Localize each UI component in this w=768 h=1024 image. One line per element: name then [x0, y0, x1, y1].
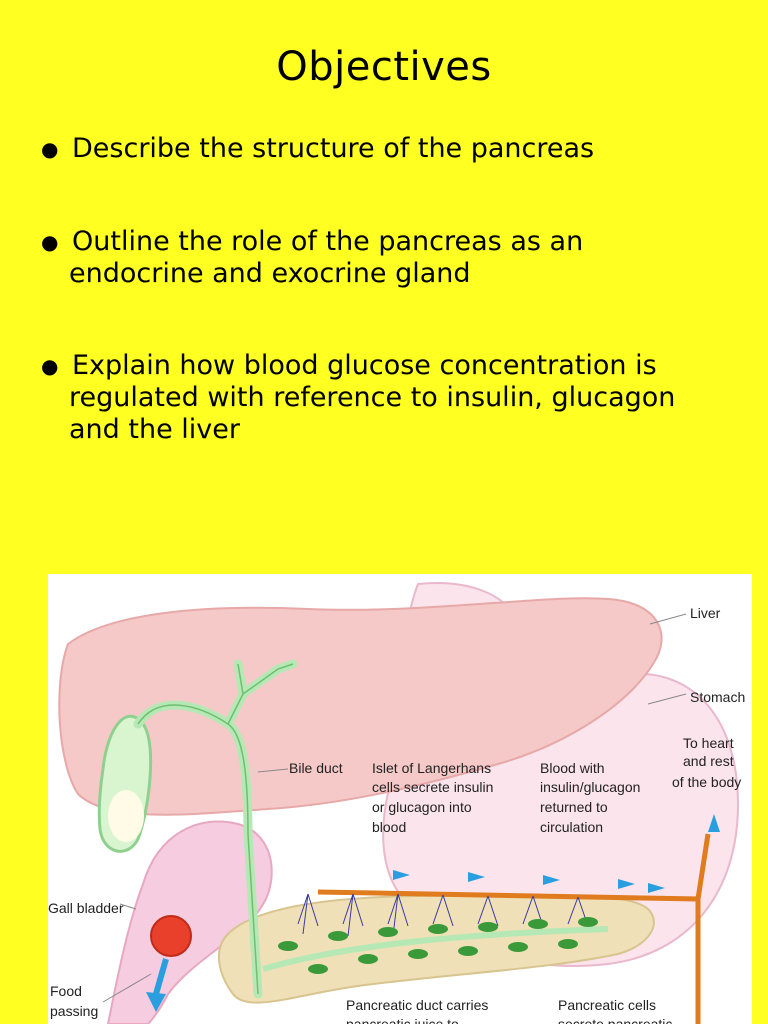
label-bile-duct: Bile duct [289, 760, 343, 776]
label-blood-4: circulation [540, 819, 603, 835]
label-islet-2: cells secrete insulin [372, 779, 493, 795]
food-ball [150, 915, 192, 957]
acini-clusters [278, 917, 598, 974]
label-liver: Liver [690, 605, 721, 621]
objective-item-3: ● Explain how blood glucose concentratio… [41, 350, 752, 446]
label-duct-2: pancreatic juice to [346, 1016, 459, 1024]
label-food-2: passing [50, 1003, 98, 1019]
label-islet-3: or glucagon into [372, 799, 472, 815]
objective-3-line-3: and the liver [69, 414, 240, 445]
bullet-icon: ● [41, 137, 59, 161]
bile-duct-outline [137, 663, 294, 995]
label-to-heart-2: and rest [683, 753, 734, 769]
food-arrow-head [146, 992, 166, 1012]
pancreas-diagram: Liver Stomach To heart and rest of the b… [48, 574, 752, 1024]
blood-vessel-shape [317, 833, 711, 1024]
food-arrow [153, 958, 169, 995]
objective-item-2: ● Outline the role of the pancreas as an… [41, 226, 752, 290]
objective-2-line-1: Outline the role of the pancreas as an [72, 226, 584, 257]
label-gall-bladder: Gall bladder [48, 900, 124, 916]
objective-3-line-2: regulated with reference to insulin, glu… [69, 382, 676, 413]
label-to-heart-1: To heart [683, 735, 734, 751]
pancreas-diagram-svg: Liver Stomach To heart and rest of the b… [48, 582, 745, 1024]
flow-arrows [393, 814, 720, 893]
label-cells-2: secrete pancreatic [558, 1016, 672, 1024]
label-duct-1: Pancreatic duct carries [346, 997, 488, 1013]
objective-1-line-1: Describe the structure of the pancreas [72, 133, 595, 164]
slide-title: Objectives [276, 44, 492, 90]
pancreatic-duct-shape [262, 926, 609, 972]
objective-2-line-2: endocrine and exocrine gland [69, 258, 471, 289]
leader-lines [102, 613, 687, 1003]
bullet-icon: ● [41, 230, 59, 254]
label-islet-4: blood [372, 819, 406, 835]
label-cells-1: Pancreatic cells [558, 997, 656, 1013]
label-blood-3: returned to [540, 799, 608, 815]
label-stomach: Stomach [690, 689, 745, 705]
objective-item-1: ● Describe the structure of the pancreas [41, 133, 752, 165]
bullet-icon: ● [41, 354, 59, 378]
label-islet-1: Islet of Langerhans [372, 760, 491, 776]
label-food-1: Food [50, 983, 82, 999]
label-blood-2: insulin/glucagon [540, 779, 640, 795]
objective-3-line-1: Explain how blood glucose concentration … [72, 350, 657, 381]
gall-bladder-inner [108, 790, 144, 842]
label-blood-1: Blood with [540, 760, 605, 776]
label-to-heart-3: of the body [672, 774, 741, 790]
